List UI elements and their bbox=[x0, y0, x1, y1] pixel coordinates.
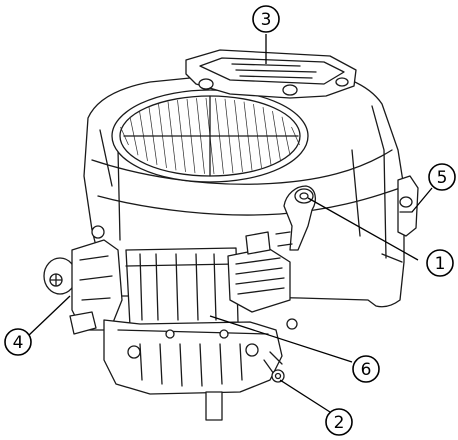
leader-1 bbox=[307, 197, 419, 261]
callout-5-label: 5 bbox=[437, 168, 448, 188]
leader-4 bbox=[27, 295, 71, 337]
leader-2 bbox=[279, 379, 331, 413]
cylinder-fins bbox=[125, 247, 239, 327]
oil-fill-cap bbox=[275, 185, 317, 251]
callout-4: 4 bbox=[4, 328, 32, 356]
callout-1: 1 bbox=[426, 249, 454, 277]
leader-6 bbox=[209, 315, 353, 363]
leader-lines bbox=[27, 34, 433, 413]
callout-6: 6 bbox=[352, 355, 380, 383]
callout-6-label: 6 bbox=[361, 360, 372, 380]
callout-5: 5 bbox=[428, 163, 456, 191]
crankcase-base bbox=[103, 319, 283, 421]
callout-2-label: 2 bbox=[334, 413, 345, 433]
ignition-module bbox=[227, 231, 298, 330]
top-cover bbox=[185, 49, 357, 99]
carburetor bbox=[43, 225, 123, 335]
fan-screen bbox=[111, 89, 309, 183]
callout-2: 2 bbox=[325, 408, 353, 436]
callout-4-label: 4 bbox=[13, 333, 24, 353]
leader-5 bbox=[411, 187, 433, 213]
right-side-part bbox=[397, 175, 419, 237]
oil-drain-plug bbox=[271, 369, 285, 383]
callout-3-label: 3 bbox=[261, 10, 272, 30]
callout-3: 3 bbox=[252, 5, 280, 33]
callout-1-label: 1 bbox=[435, 254, 446, 274]
